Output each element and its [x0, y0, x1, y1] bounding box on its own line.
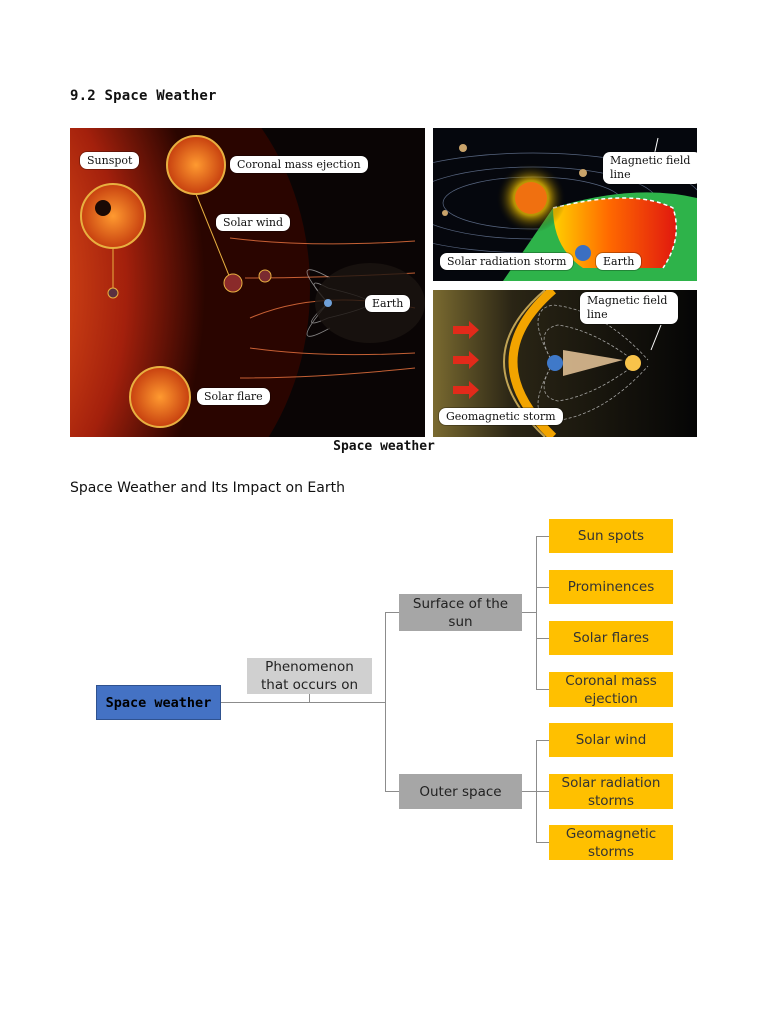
branch-outer-space: Outer space: [399, 774, 522, 809]
connector-to-surface: [385, 612, 399, 613]
diagram-heading: Space Weather and Its Impact on Earth: [70, 480, 345, 496]
relation-label: Phenomenon that occurs on: [247, 658, 372, 694]
label-solar-radiation-storm: Solar radiation storm: [440, 253, 573, 270]
section-heading: 9.2 Space Weather: [70, 88, 217, 104]
connector-surface-vertical: [536, 536, 537, 690]
label-magnetic-field-line-top: Magnetic field line: [603, 152, 697, 184]
connector-leaf-4: [536, 689, 549, 690]
label-solar-wind: Solar wind: [216, 214, 290, 231]
root-node: Space weather: [96, 685, 221, 720]
connector-outer-out: [522, 791, 536, 792]
sun-illustration-panel: Sunspot Coronal mass ejection Solar wind…: [70, 128, 425, 437]
leaf-solar-wind: Solar wind: [549, 723, 673, 757]
label-earth-top-right: Earth: [596, 253, 641, 270]
connector-leaf-7: [536, 842, 549, 843]
geomagnetic-storm-panel: Magnetic field line Geomagnetic storm: [433, 290, 697, 437]
connector-leaf-1: [536, 536, 549, 537]
branch-surface-of-sun: Surface of the sun: [399, 594, 522, 631]
connector-root-horizontal: [221, 702, 386, 703]
leaf-prominences: Prominences: [549, 570, 673, 604]
connector-label-tick: [309, 694, 310, 702]
leaf-solar-flares: Solar flares: [549, 621, 673, 655]
label-geomagnetic-storm: Geomagnetic storm: [439, 408, 563, 425]
label-sunspot: Sunspot: [80, 152, 139, 169]
label-coronal-mass-ejection: Coronal mass ejection: [230, 156, 368, 173]
connector-to-outer: [385, 791, 399, 792]
connector-leaf-6: [536, 791, 549, 792]
label-earth: Earth: [365, 295, 410, 312]
connector-trunk-vertical: [385, 612, 386, 792]
leaf-sun-spots: Sun spots: [549, 519, 673, 553]
leaf-coronal-mass-ejection: Coronal mass ejection: [549, 672, 673, 707]
label-magnetic-field-line-bottom: Magnetic field line: [580, 292, 678, 324]
label-solar-flare: Solar flare: [197, 388, 270, 405]
connector-leaf-5: [536, 740, 549, 741]
connector-leaf-2: [536, 587, 549, 588]
connector-surface-out: [522, 612, 536, 613]
leaf-geomagnetic-storms: Geomagnetic storms: [549, 825, 673, 860]
leaf-solar-radiation-storms: Solar radiation storms: [549, 774, 673, 809]
figure-caption: Space weather: [0, 439, 768, 454]
solar-radiation-storm-panel: Magnetic field line Solar radiation stor…: [433, 128, 697, 281]
connector-leaf-3: [536, 638, 549, 639]
